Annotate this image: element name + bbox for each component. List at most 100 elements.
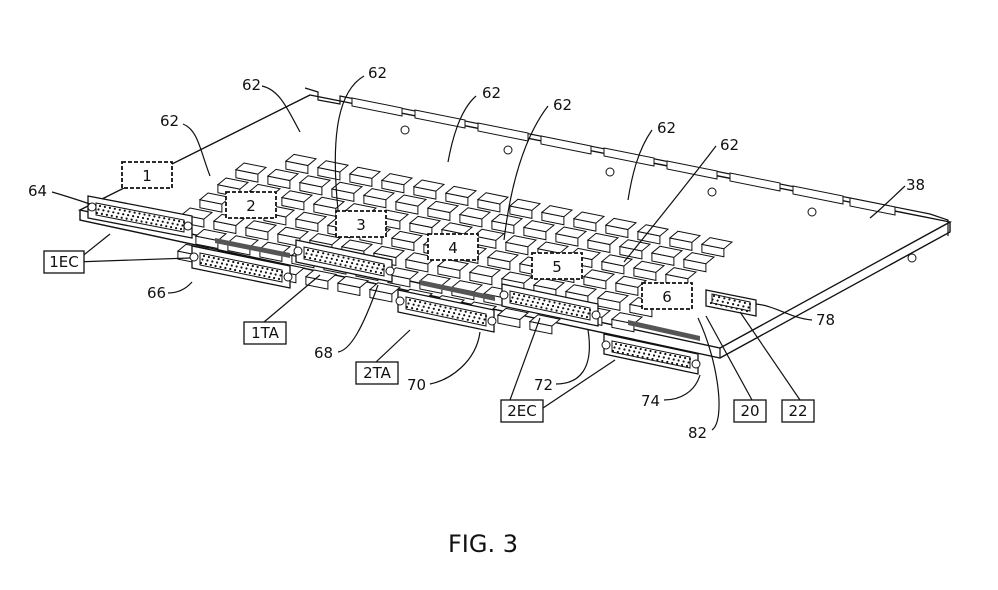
chip bbox=[394, 194, 428, 207]
connector-pin bbox=[478, 317, 481, 320]
connector-pin bbox=[427, 306, 430, 309]
connector-pin bbox=[160, 224, 163, 227]
chip bbox=[496, 307, 530, 321]
connector-72 bbox=[499, 283, 601, 327]
connector-pin bbox=[679, 355, 682, 359]
connector-pin bbox=[234, 268, 237, 272]
connector-pin bbox=[520, 302, 523, 305]
connector-pin bbox=[583, 307, 587, 310]
connector-pin bbox=[97, 208, 100, 211]
connector-pin bbox=[484, 314, 488, 318]
connector-pin bbox=[521, 298, 524, 301]
group-boxes: 1EC 1TA 2TA 2EC 20 22 bbox=[43, 250, 815, 423]
connector-pin bbox=[548, 300, 551, 303]
connector-pin bbox=[666, 360, 669, 364]
connector-pin bbox=[322, 252, 325, 255]
connector-pin bbox=[306, 248, 310, 252]
connector-pin bbox=[638, 351, 641, 354]
connector-pin bbox=[551, 304, 555, 308]
connector-pin bbox=[721, 300, 724, 303]
connector-pin bbox=[158, 216, 161, 219]
connector-pin bbox=[471, 319, 474, 322]
connector-pin bbox=[153, 215, 156, 218]
connector-pin bbox=[138, 212, 141, 215]
connector-pin bbox=[107, 210, 110, 213]
leader-lines bbox=[51, 75, 906, 431]
connector-pin bbox=[414, 300, 417, 303]
connector-pin bbox=[98, 204, 102, 208]
connector-pin bbox=[618, 347, 621, 350]
connector-pin bbox=[303, 255, 307, 259]
connector-pin bbox=[459, 309, 462, 312]
chip bbox=[486, 250, 520, 263]
connector-pin bbox=[614, 342, 618, 346]
connector-pin bbox=[225, 263, 228, 266]
connector-pin bbox=[643, 352, 646, 355]
connector-pin bbox=[667, 357, 670, 360]
connector-pin bbox=[354, 266, 357, 269]
connector-pin bbox=[631, 353, 634, 357]
connector-pin bbox=[356, 263, 359, 266]
connector-pin bbox=[145, 221, 148, 224]
connector-pin bbox=[447, 310, 451, 314]
connector-pin bbox=[166, 221, 169, 224]
connector-pin bbox=[587, 312, 590, 315]
connector-pin bbox=[723, 297, 726, 300]
chip bbox=[636, 224, 670, 237]
connector-pin bbox=[112, 211, 115, 214]
chip bbox=[436, 258, 470, 271]
connector-pin bbox=[644, 348, 647, 352]
connector-pin bbox=[359, 267, 362, 270]
connector-pin bbox=[382, 264, 386, 268]
chip bbox=[180, 207, 214, 220]
connector-pin bbox=[95, 211, 99, 215]
connector-pin bbox=[662, 356, 665, 359]
connector-pin bbox=[463, 314, 466, 317]
connector-pin bbox=[628, 349, 631, 352]
connector-pin bbox=[742, 305, 745, 308]
connector-pin bbox=[170, 226, 173, 229]
connector-pin bbox=[379, 271, 383, 275]
group-box-1ec: 1EC bbox=[49, 253, 79, 271]
connector-pin bbox=[216, 261, 219, 264]
chip bbox=[372, 245, 406, 259]
connector-pin bbox=[250, 268, 253, 271]
connector-pin bbox=[419, 301, 422, 304]
connector-pin bbox=[251, 264, 254, 268]
connector-pin bbox=[408, 298, 412, 302]
connector-pin bbox=[235, 265, 238, 268]
connector-pin bbox=[555, 309, 558, 312]
connector-pin bbox=[570, 312, 573, 315]
connector-pin bbox=[371, 266, 374, 269]
connector-pin bbox=[136, 215, 140, 219]
connector-pin bbox=[444, 306, 447, 309]
chip bbox=[532, 277, 566, 291]
connector-pin bbox=[110, 214, 113, 217]
chip bbox=[614, 275, 648, 288]
connector-pin bbox=[269, 272, 272, 275]
connector-pin bbox=[161, 220, 164, 223]
connector-pin bbox=[369, 269, 372, 272]
connector-pin bbox=[332, 254, 335, 257]
chip bbox=[508, 198, 542, 211]
connector-pin bbox=[362, 260, 365, 263]
connector-pin bbox=[716, 299, 719, 302]
connector-pin bbox=[253, 272, 256, 276]
connector-pin bbox=[243, 270, 246, 274]
ref-62-c: 62 bbox=[368, 64, 387, 82]
connector-pin bbox=[682, 360, 685, 363]
connector-pin bbox=[421, 309, 424, 312]
connector-pin bbox=[426, 310, 429, 313]
connector-pin bbox=[202, 254, 206, 258]
connector-pin bbox=[347, 257, 350, 260]
chip bbox=[308, 233, 342, 246]
chip bbox=[600, 254, 634, 267]
chip bbox=[582, 269, 616, 282]
connector-pin bbox=[176, 223, 179, 226]
connector-pin bbox=[431, 311, 434, 314]
connector-pin bbox=[148, 214, 151, 217]
connector-pin bbox=[127, 214, 130, 217]
chip bbox=[504, 235, 538, 248]
connector-pin bbox=[582, 311, 585, 314]
